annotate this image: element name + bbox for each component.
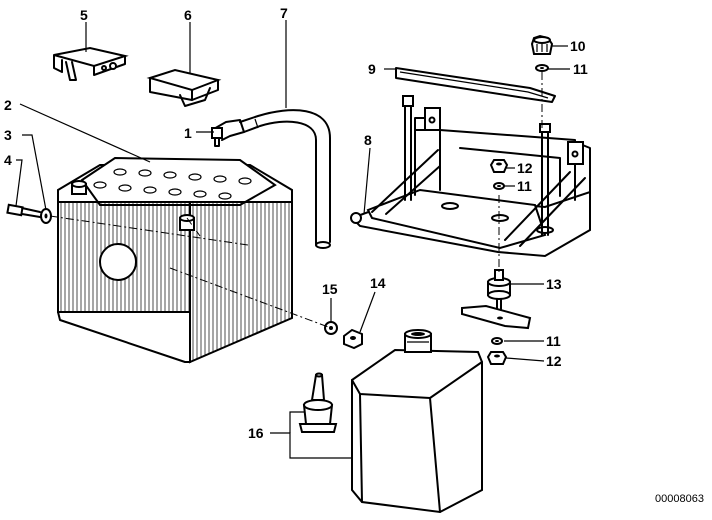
terminal-cover-5	[53, 46, 129, 81]
label-5: 5	[80, 7, 88, 23]
label-11-top: 11	[573, 61, 588, 77]
battery-label-circle	[99, 243, 137, 281]
part-labels: 1 2 3 4 5 6 7 8 9 10 11 12 11 13 11 12 1…	[4, 5, 588, 441]
label-7: 7	[280, 5, 288, 21]
label-4: 4	[4, 152, 12, 168]
battery-tray	[350, 95, 591, 258]
leader-lines	[15, 20, 570, 459]
nut-14	[343, 328, 363, 350]
label-10: 10	[570, 38, 586, 54]
battery-cell-caps	[93, 168, 252, 200]
water-canister	[351, 329, 483, 514]
vent-elbow	[211, 119, 245, 147]
label-14: 14	[370, 275, 386, 291]
label-8: 8	[364, 132, 372, 148]
mounting-plate	[461, 304, 532, 330]
rubber-mount	[487, 269, 511, 311]
hex-nut-12-mid	[489, 159, 509, 173]
label-13: 13	[546, 276, 562, 292]
terminal-cover-6	[146, 68, 222, 107]
battery-terminal-left	[71, 180, 87, 195]
vent-hose	[239, 109, 331, 249]
label-11-bottom: 11	[546, 333, 561, 349]
hold-down-strap	[395, 67, 556, 103]
label-12-mid: 12	[517, 160, 533, 176]
washer-11-mid	[493, 182, 505, 190]
washer	[40, 208, 52, 224]
battery	[57, 156, 293, 364]
knurled-nut	[530, 34, 554, 55]
label-1: 1	[184, 125, 192, 141]
label-3: 3	[4, 127, 12, 143]
washer-11-top	[535, 64, 549, 72]
label-15: 15	[322, 281, 338, 297]
canister-nozzle	[298, 372, 338, 433]
label-6: 6	[184, 7, 192, 23]
label-11-mid: 11	[517, 178, 532, 194]
diagram-reference-number: 00008063	[655, 493, 704, 505]
label-2: 2	[4, 97, 12, 113]
label-16: 16	[248, 425, 264, 441]
label-9: 9	[368, 61, 376, 77]
bolt	[6, 203, 41, 218]
assembly-lines	[49, 72, 543, 329]
label-12-bottom: 12	[546, 353, 562, 369]
battery-terminal-right	[179, 214, 195, 231]
washer-11-bottom	[491, 337, 503, 345]
hex-nut-12-bottom	[486, 351, 508, 365]
